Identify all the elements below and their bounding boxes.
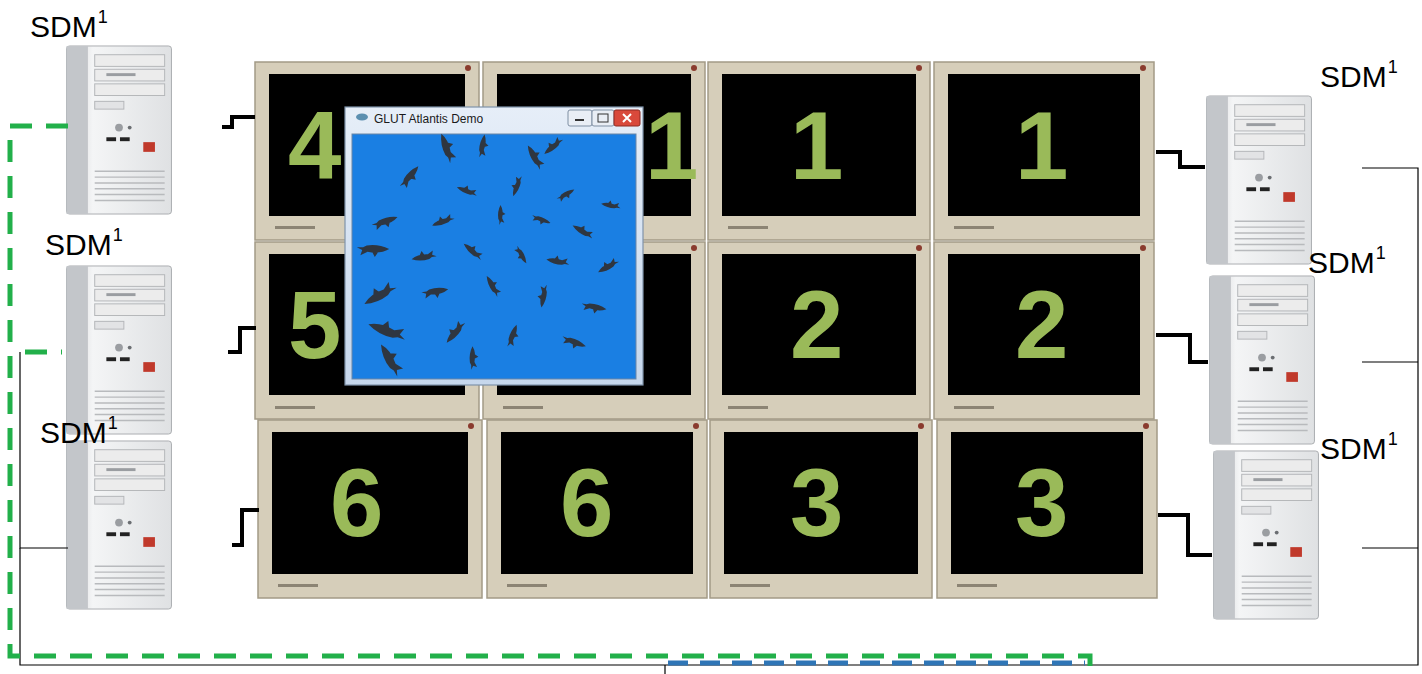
display-number: 3	[1015, 455, 1068, 551]
computer-name: SDM	[40, 418, 107, 448]
display-number: 5	[288, 277, 341, 373]
footnote-mark: 1	[1388, 58, 1398, 76]
display-number: 6	[330, 455, 383, 551]
display-number: 1	[790, 98, 843, 194]
display-number: 4	[288, 98, 341, 194]
display-number: 1	[645, 98, 698, 194]
computer-name: SDM	[30, 12, 97, 42]
display-number: 2	[790, 277, 843, 373]
footnote-mark: 1	[113, 226, 123, 244]
display-number: 2	[1015, 277, 1068, 373]
window-title: GLUT Atlantis Demo	[374, 113, 483, 125]
footnote-mark: 1	[1376, 244, 1386, 262]
display-number: 6	[560, 455, 613, 551]
footnote-mark: 1	[98, 8, 108, 26]
display-number: 3	[790, 455, 843, 551]
footnote-mark: 1	[1388, 430, 1398, 448]
computer-name: SDM	[1320, 62, 1387, 92]
footnote-mark: 1	[108, 414, 118, 432]
display-number: 1	[1015, 98, 1068, 194]
computer-name: SDM	[45, 230, 112, 260]
computer-name: SDM	[1320, 434, 1387, 464]
computer-name: SDM	[1308, 248, 1375, 278]
